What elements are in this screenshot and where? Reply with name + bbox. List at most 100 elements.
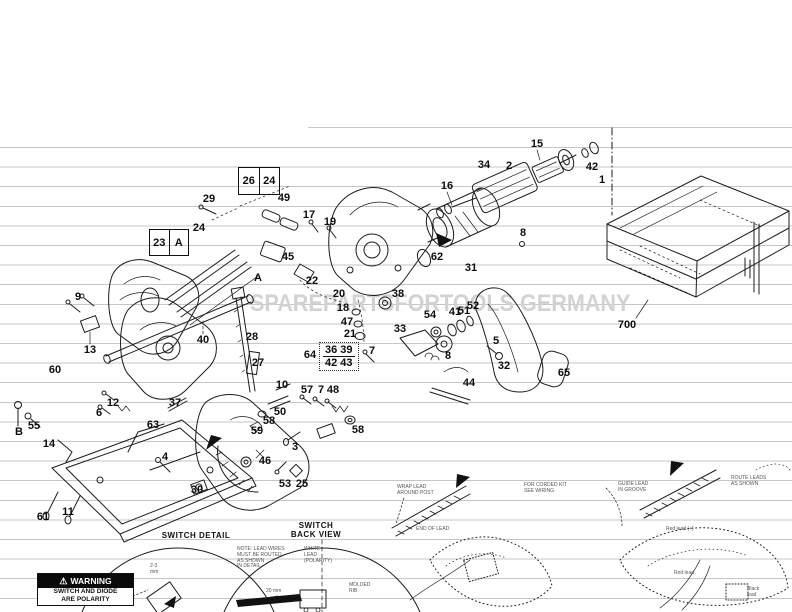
part-label-2: 2 (505, 160, 513, 172)
annotation-text: END OF LEAD (416, 526, 450, 532)
switch-back-view-heading: SWITCH BACK VIEW (290, 521, 342, 539)
warning-line-1: SWITCH AND DIODE (53, 588, 118, 595)
part-label-5: 5 (492, 335, 500, 347)
part-label-45: 45 (281, 251, 295, 263)
part-label-53: 53 (278, 478, 292, 490)
small-hardware-drawing (65, 293, 375, 478)
warning-label: ⚠ WARNING SWITCH AND DIODE ARE POLARITY (37, 573, 134, 606)
arrow-icon (436, 233, 452, 247)
part-label-3: 3 (291, 441, 299, 453)
switch-detail-circles-drawing (81, 539, 421, 612)
part-label-31: 31 (464, 262, 478, 274)
part-label-40: 40 (196, 334, 210, 346)
part-label-44: 44 (462, 377, 476, 389)
arrow-icon (670, 461, 684, 476)
boxed-part-label-cell: A (174, 236, 183, 249)
part-label-21: 21 (343, 328, 357, 340)
part-label-46: 46 (258, 455, 272, 467)
ruled-paper-line-top (308, 127, 792, 128)
annotation-text: Red lead (+) (666, 526, 694, 532)
annotation-text: NOTE: LEAD WIRES MUST BE ROUTED AS SHOWN… (237, 546, 285, 570)
part-label-62: 62 (430, 251, 444, 263)
part-label-7: 7 (317, 384, 325, 396)
gear-housing-drawing (328, 187, 525, 340)
part-label-16: 16 (440, 180, 454, 192)
annotation-text: GUIDE LEAD IN GROOVE (618, 481, 649, 493)
part-label-60: 60 (48, 364, 62, 376)
part-label-13: 13 (83, 344, 97, 356)
part-label-700: 700 (617, 319, 637, 331)
part-label-15: 15 (530, 138, 544, 150)
part-label-30: 30 (190, 484, 204, 496)
part-label-6: 6 (95, 407, 103, 419)
annotation-text: Black lead (747, 586, 760, 598)
part-label-1: 1 (598, 174, 606, 186)
part-label-18: 18 (336, 302, 350, 314)
part-label-25: 25 (295, 478, 309, 490)
blade-drawing (230, 286, 260, 393)
part-label-8: 8 (519, 227, 527, 239)
plunger-unit-drawing (195, 394, 310, 511)
part-label-58: 58 (351, 424, 365, 436)
grouped-part-label-top: 36 39 (323, 344, 355, 357)
field-coil-drawing (425, 187, 501, 248)
part-label-52: 52 (466, 300, 480, 312)
part-label-A: A (254, 272, 262, 284)
annotation-text: FOR CORDED KIT SEE WIRING (524, 482, 567, 494)
part-label-47: 47 (340, 316, 354, 328)
armature-assembly-drawing (436, 141, 599, 219)
annotation-text: WRAP LEAD AROUND POST (397, 484, 434, 496)
warning-line-2: ARE POLARITY (61, 596, 110, 604)
part-label-9: 9 (74, 291, 82, 303)
part-label-17: 17 (302, 209, 316, 221)
part-label-51: 51 (457, 305, 471, 317)
part-label-B: B (15, 426, 23, 438)
part-label-33: 33 (393, 323, 407, 335)
part-label-59: 59 (250, 425, 264, 437)
arrow-icon (206, 435, 222, 450)
boxed-part-label-cell: 26 (239, 168, 260, 194)
annotation-text: 20 mm (266, 588, 282, 594)
warning-title: WARNING (70, 576, 112, 586)
guide-rod-drawing (103, 294, 254, 364)
part-label-37: 37 (168, 397, 182, 409)
annotation-text: MOLDED RIB (349, 582, 371, 594)
part-label-49: 49 (277, 192, 291, 204)
arrow-icon (456, 474, 470, 488)
part-label-28: 28 (245, 331, 259, 343)
part-label-7: 7 (368, 345, 376, 357)
part-label-54: 54 (423, 309, 437, 321)
switch-detail-heading: SWITCH DETAIL (161, 531, 231, 540)
base-plate-drawing (14, 401, 257, 543)
carrying-case-drawing (606, 175, 790, 319)
part-label-19: 19 (323, 216, 337, 228)
grouped-part-label: 36 39 42 43 (319, 342, 359, 371)
part-label-58: 58 (262, 415, 276, 427)
part-label-41: 41 (448, 306, 462, 318)
warning-label-header: ⚠ WARNING (38, 574, 133, 588)
part-label-65: 65 (557, 367, 571, 379)
part-label-61: 61 (36, 511, 50, 523)
grouped-part-label-bottom: 42 43 (325, 357, 353, 369)
part-label-14: 14 (42, 438, 56, 450)
part-label-12: 12 (106, 397, 120, 409)
part-label-55: 55 (27, 420, 41, 432)
part-label-8: 8 (444, 350, 452, 362)
part-label-4: 4 (161, 451, 169, 463)
part-label-34: 34 (477, 159, 491, 171)
boxed-part-label-cell: 24 (263, 175, 276, 187)
part-label-50: 50 (273, 406, 287, 418)
part-label-64: 64 (303, 349, 317, 361)
part-label-24: 24 (192, 222, 206, 234)
part-label-10: 10 (275, 379, 289, 391)
annotation-text: Red lead (674, 570, 695, 576)
part-label-32: 32 (497, 360, 511, 372)
handle-drawing (429, 287, 569, 405)
part-label-38: 38 (391, 288, 405, 300)
part-label-42: 42 (585, 161, 599, 173)
upper-small-parts-drawing (198, 185, 365, 345)
